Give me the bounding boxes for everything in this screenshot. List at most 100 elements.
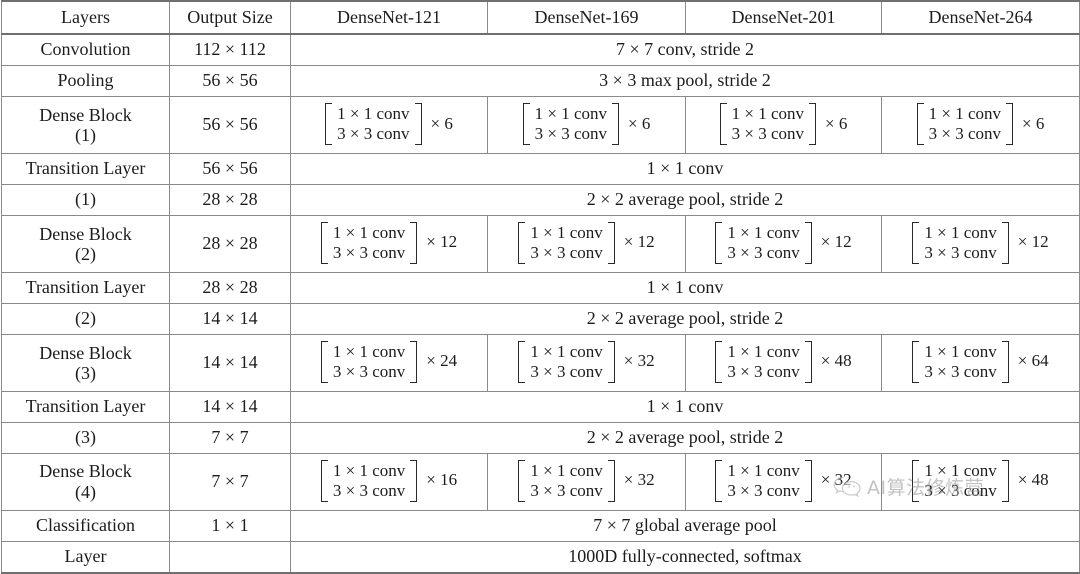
repeat-multiplier: × 6 <box>430 113 453 133</box>
bracket-group: 1 × 1 conv 3 × 3 conv <box>320 221 418 264</box>
bracket-left-icon <box>320 340 328 383</box>
bracket-left-icon <box>518 340 526 383</box>
conv-line-3x3: 3 × 3 conv <box>727 361 800 381</box>
table-row-transition-layer-1b: (1) 28 × 28 2 × 2 average pool, stride 2 <box>1 183 1080 216</box>
row-label-transition-layer-1-index: (1) <box>1 183 170 216</box>
conv-line-1x1: 1 × 1 conv <box>924 460 997 480</box>
conv-line-1x1: 1 × 1 conv <box>332 222 406 242</box>
output-size-transition-layer-2b: 14 × 14 <box>169 302 291 335</box>
spec-transition-layer-3-pool: 2 × 2 average pool, stride 2 <box>290 421 1080 454</box>
bracket-group: 1 × 1 conv 3 × 3 conv <box>912 459 1009 502</box>
conv-line-3x3: 3 × 3 conv <box>727 480 800 500</box>
bracket-group: 1 × 1 conv 3 × 3 conv <box>518 340 615 383</box>
bracket-left-icon <box>912 459 920 502</box>
bracket-group: 1 × 1 conv 3 × 3 conv <box>320 340 418 383</box>
conv-line-3x3: 3 × 3 conv <box>530 242 603 262</box>
bracket-group: 1 × 1 conv 3 × 3 conv <box>912 221 1009 264</box>
spec-transition-layer-1-pool: 2 × 2 average pool, stride 2 <box>290 183 1080 216</box>
bracket-right-icon <box>809 102 817 145</box>
output-size-classification-b <box>169 540 291 574</box>
conv-line-3x3: 3 × 3 conv <box>924 480 997 500</box>
row-label-dense-block-1: Dense Block (1) <box>1 95 170 154</box>
conv-line-3x3: 3 × 3 conv <box>534 123 608 143</box>
bracket-left-icon <box>518 459 526 502</box>
bracket-left-icon <box>522 102 530 145</box>
bracket-right-icon <box>612 102 620 145</box>
output-size-transition-layer-2a: 28 × 28 <box>169 271 291 304</box>
table-row-classification-b: Layer 1000D fully-connected, softmax <box>1 540 1080 574</box>
bracket-group: 1 × 1 conv 3 × 3 conv <box>320 459 418 502</box>
bracket-right-icon <box>1001 221 1009 264</box>
conv-line-1x1: 1 × 1 conv <box>332 341 406 361</box>
repeat-multiplier: × 16 <box>426 470 458 490</box>
conv-line-1x1: 1 × 1 conv <box>731 103 805 123</box>
table-row-convolution: Convolution 112 × 112 7 × 7 conv, stride… <box>1 33 1080 66</box>
bracket-left-icon <box>715 221 723 264</box>
bracket-right-icon <box>414 102 422 145</box>
bracket-group: 1 × 1 conv 3 × 3 conv <box>715 459 812 502</box>
spec-convolution: 7 × 7 conv, stride 2 <box>290 33 1080 66</box>
spec-dense-block-1-densenet-169: 1 × 1 conv 3 × 3 conv × 6 <box>487 95 686 154</box>
table-row-classification-a: Classification 1 × 1 7 × 7 global averag… <box>1 509 1080 542</box>
spec-dense-block-3-densenet-121: 1 × 1 conv 3 × 3 conv × 24 <box>290 333 488 392</box>
spec-dense-block-4-densenet-201: 1 × 1 conv 3 × 3 conv × 32 <box>685 452 882 511</box>
table-row-dense-block-3: Dense Block (3) 14 × 14 1 × 1 conv 3 × 3… <box>1 333 1080 392</box>
row-label-dense-block-4: Dense Block (4) <box>1 452 170 511</box>
row-label-transition-layer-2: Transition Layer <box>1 271 170 304</box>
row-label-line-2: (3) <box>75 362 96 383</box>
table-row-dense-block-2: Dense Block (2) 28 × 28 1 × 1 conv 3 × 3… <box>1 214 1080 273</box>
output-size-transition-layer-3b: 7 × 7 <box>169 421 291 454</box>
spec-transition-layer-3-conv: 1 × 1 conv <box>290 390 1080 423</box>
table-row-transition-layer-2b: (2) 14 × 14 2 × 2 average pool, stride 2 <box>1 302 1080 335</box>
bracket-group: 1 × 1 conv 3 × 3 conv <box>518 459 615 502</box>
table-row-transition-layer-3a: Transition Layer 14 × 14 1 × 1 conv <box>1 390 1080 423</box>
bracket-left-icon <box>912 221 920 264</box>
bracket-group: 1 × 1 conv 3 × 3 conv <box>912 340 1009 383</box>
spec-classification-global-pool: 7 × 7 global average pool <box>290 509 1080 542</box>
repeat-multiplier: × 48 <box>820 351 852 371</box>
bracket-left-icon <box>719 102 727 145</box>
spec-transition-layer-2-conv: 1 × 1 conv <box>290 271 1080 304</box>
bracket-left-icon <box>518 221 526 264</box>
bracket-group: 1 × 1 conv 3 × 3 conv <box>325 102 422 145</box>
conv-line-3x3: 3 × 3 conv <box>731 123 805 143</box>
repeat-multiplier: × 64 <box>1017 351 1049 371</box>
row-label-convolution: Convolution <box>1 33 170 66</box>
row-label-line-1: Dense Block <box>39 342 132 363</box>
row-label-dense-block-2: Dense Block (2) <box>1 214 170 273</box>
spec-dense-block-4-densenet-121: 1 × 1 conv 3 × 3 conv × 16 <box>290 452 488 511</box>
output-size-dense-block-2: 28 × 28 <box>169 214 291 273</box>
repeat-multiplier: × 12 <box>426 232 458 252</box>
bracket-left-icon <box>916 102 924 145</box>
bracket-right-icon <box>1001 459 1009 502</box>
conv-line-3x3: 3 × 3 conv <box>337 123 410 143</box>
table-row-dense-block-4: Dense Block (4) 7 × 7 1 × 1 conv 3 × 3 c… <box>1 452 1080 511</box>
bracket-group: 1 × 1 conv 3 × 3 conv <box>916 102 1014 145</box>
bracket-left-icon <box>912 340 920 383</box>
output-size-dense-block-1: 56 × 56 <box>169 95 291 154</box>
table-row-transition-layer-1a: Transition Layer 56 × 56 1 × 1 conv <box>1 152 1080 185</box>
row-label-classification: Classification <box>1 509 170 542</box>
table-row-transition-layer-3b: (3) 7 × 7 2 × 2 average pool, stride 2 <box>1 421 1080 454</box>
conv-line-3x3: 3 × 3 conv <box>332 480 406 500</box>
column-header-densenet-121: DenseNet-121 <box>290 0 488 35</box>
repeat-multiplier: × 6 <box>628 113 651 133</box>
bracket-group: 1 × 1 conv 3 × 3 conv <box>715 221 812 264</box>
conv-line-1x1: 1 × 1 conv <box>530 341 603 361</box>
spec-transition-layer-1-conv: 1 × 1 conv <box>290 152 1080 185</box>
spec-dense-block-3-densenet-264: 1 × 1 conv 3 × 3 conv × 64 <box>881 333 1080 392</box>
output-size-classification-a: 1 × 1 <box>169 509 291 542</box>
conv-line-1x1: 1 × 1 conv <box>727 341 800 361</box>
bracket-right-icon <box>1006 102 1014 145</box>
bracket-group: 1 × 1 conv 3 × 3 conv <box>715 340 812 383</box>
repeat-multiplier: × 12 <box>820 232 852 252</box>
bracket-right-icon <box>607 340 615 383</box>
column-header-layers: Layers <box>1 0 170 35</box>
bracket-right-icon <box>804 459 812 502</box>
conv-line-1x1: 1 × 1 conv <box>727 222 800 242</box>
bracket-right-icon <box>607 221 615 264</box>
row-label-pooling: Pooling <box>1 64 170 97</box>
repeat-multiplier: × 6 <box>1022 113 1045 133</box>
